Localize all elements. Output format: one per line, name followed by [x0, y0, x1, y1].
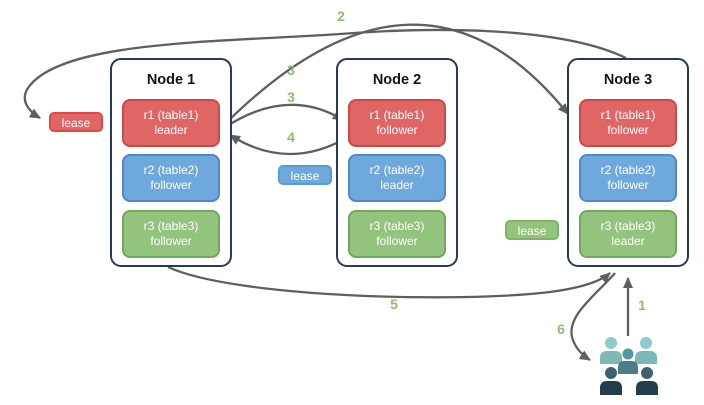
lease-badge-r2: lease	[278, 165, 332, 185]
arrow-step3-to-node2	[223, 103, 344, 129]
replica-label: r2 (table2)	[600, 163, 656, 177]
replica-label: r2 (table2)	[143, 163, 199, 177]
step-6-label: 6	[557, 321, 565, 337]
node2-replica-r3: r3 (table3) follower	[348, 210, 446, 258]
replica-label: r1 (table1)	[369, 108, 425, 122]
node1-replica-r3: r3 (table3) follower	[122, 210, 220, 258]
step-3a-label: 3	[287, 62, 295, 78]
replica-role: leader	[611, 234, 645, 248]
replica-label: r3 (table3)	[143, 219, 199, 233]
node1-replica-r1: r1 (table1) leader	[122, 99, 220, 147]
lease-badge-r3: lease	[505, 220, 559, 240]
replica-role: leader	[154, 123, 188, 137]
node2-replica-r2: r2 (table2) leader	[348, 154, 446, 202]
arrow-step3-to-node3	[223, 23, 569, 126]
step-5-label: 5	[390, 296, 398, 312]
node3-replica-r1: r1 (table1) follower	[579, 99, 677, 147]
node3-replica-r2: r2 (table2) follower	[579, 154, 677, 202]
replica-label: r1 (table1)	[600, 108, 656, 122]
replica-role: follower	[376, 234, 418, 248]
step-3b-label: 3	[287, 89, 295, 105]
replica-label: r3 (table3)	[369, 219, 425, 233]
step-1-label: 1	[638, 297, 646, 313]
replica-role: follower	[150, 178, 192, 192]
arrow-step5-response	[167, 265, 611, 299]
node1-replica-r2: r2 (table2) follower	[122, 154, 220, 202]
node-2-title: Node 2	[372, 72, 422, 88]
node2-replica-r1: r1 (table1) follower	[348, 99, 446, 147]
replica-role: leader	[380, 178, 414, 192]
replica-role: follower	[150, 234, 192, 248]
lease-badge-r1: lease	[49, 112, 103, 132]
replica-role: follower	[376, 123, 418, 137]
replica-label: r3 (table3)	[600, 219, 656, 233]
arrow-step4-ack	[229, 134, 349, 156]
replica-role: follower	[607, 178, 649, 192]
arrow-step2	[23, 28, 627, 119]
node-1-title: Node 1	[146, 72, 196, 88]
node-2: Node 2 r1 (table1) follower r2 (table2) …	[336, 58, 458, 267]
replica-label: r2 (table2)	[369, 163, 425, 177]
replica-role: follower	[607, 123, 649, 137]
node3-replica-r3: r3 (table3) leader	[579, 210, 677, 258]
people-group-icon	[600, 337, 658, 395]
arrow-step6-to-clients	[570, 272, 616, 361]
node-3: Node 3 r1 (table1) follower r2 (table2) …	[567, 58, 689, 267]
step-4-label: 4	[287, 129, 295, 145]
replica-label: r1 (table1)	[143, 108, 199, 122]
node-3-title: Node 3	[603, 72, 653, 88]
node-1: Node 1 r1 (table1) leader r2 (table2) fo…	[110, 58, 232, 267]
step-2-label: 2	[337, 8, 345, 24]
